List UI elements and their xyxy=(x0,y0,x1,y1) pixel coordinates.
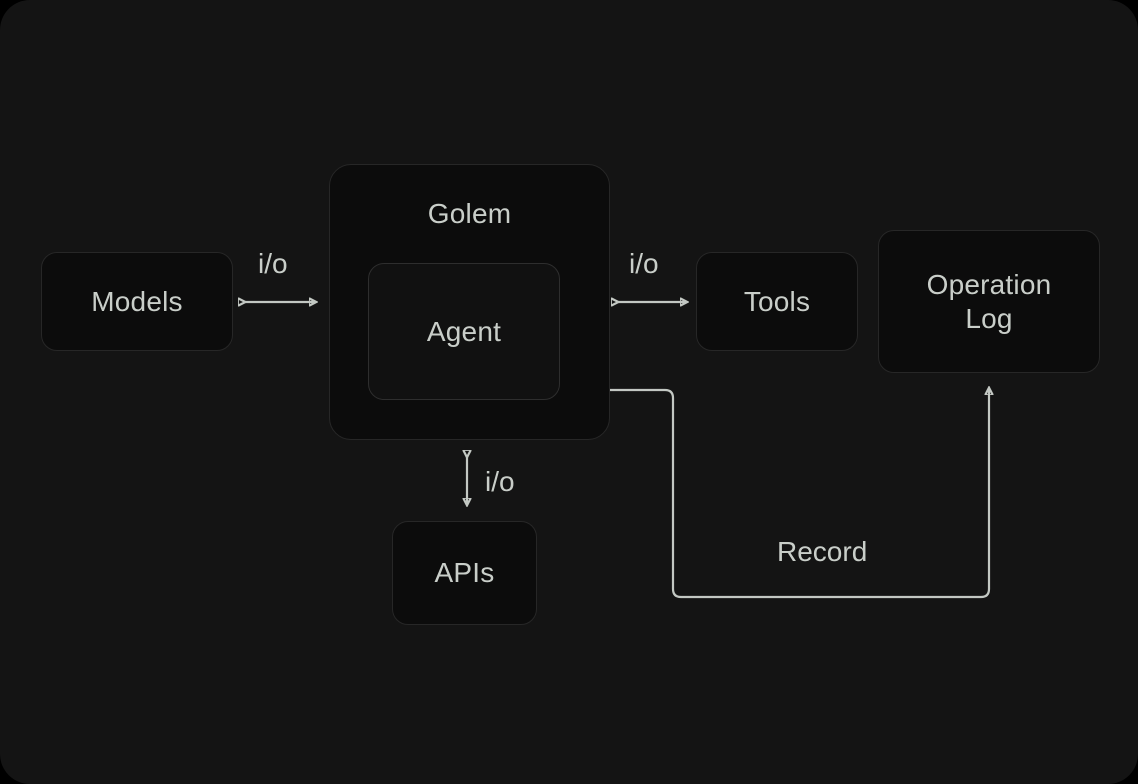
node-tools-label: Tools xyxy=(743,285,811,317)
node-apis[interactable]: APIs xyxy=(392,521,537,625)
node-golem-label: Golem xyxy=(427,198,512,229)
node-operation-log[interactable]: Operation Log xyxy=(878,230,1100,373)
edge-label-golem-tools: i/o xyxy=(629,248,659,279)
node-operation-log-label-line1: Operation xyxy=(926,269,1052,301)
node-tools[interactable]: Tools xyxy=(696,252,858,351)
edge-label-golem-apis: i/o xyxy=(485,466,515,497)
node-models[interactable]: Models xyxy=(41,252,233,351)
edge-label-golem-operation-log: Record xyxy=(777,536,868,567)
node-agent[interactable]: Agent xyxy=(368,263,560,400)
node-apis-label: APIs xyxy=(434,557,495,589)
node-operation-log-label: Operation Log xyxy=(927,268,1052,334)
node-models-label: Models xyxy=(91,285,183,317)
node-operation-log-label-line2: Log xyxy=(965,302,1013,334)
edge-label-models-golem: i/o xyxy=(258,248,288,279)
node-agent-label: Agent xyxy=(426,315,502,347)
